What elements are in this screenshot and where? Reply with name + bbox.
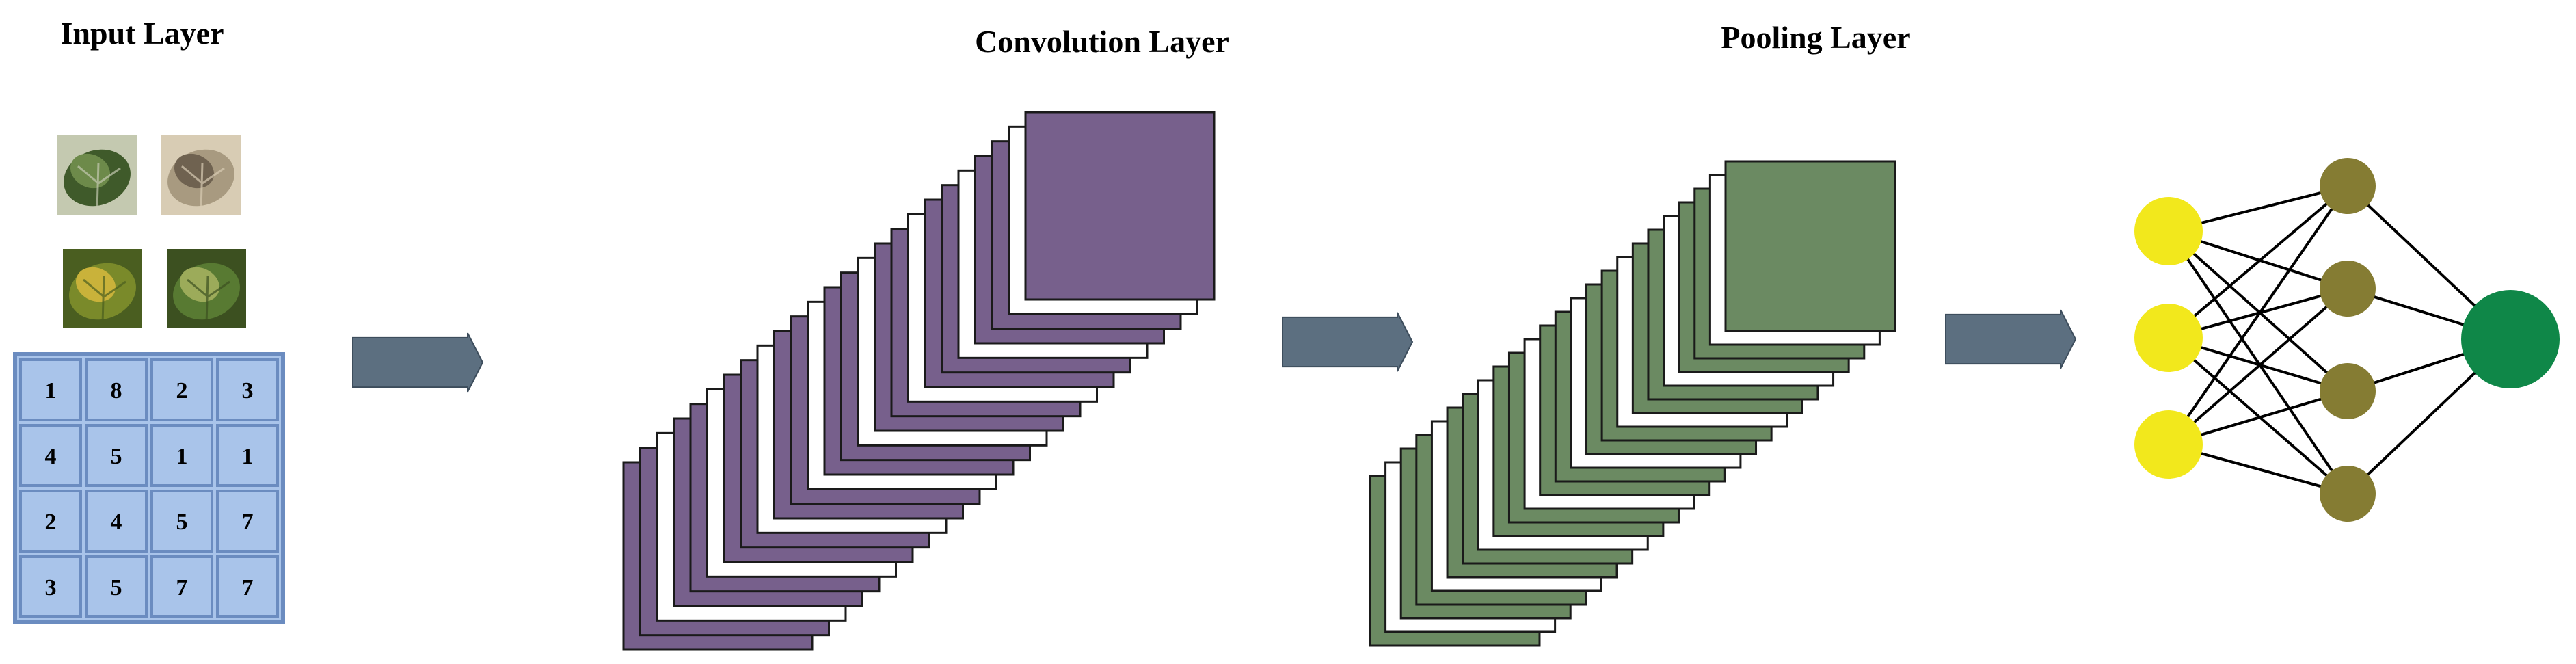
matrix-cell-value: 3: [45, 575, 57, 600]
matrix-cell: [85, 555, 148, 618]
input-node: [2134, 197, 2203, 265]
matrix-cell-value: 4: [45, 444, 57, 469]
matrix-cell-value: 1: [176, 444, 188, 469]
connection-line: [2167, 185, 2349, 339]
output-node: [2461, 290, 2560, 388]
matrix-cell: [85, 424, 148, 487]
connection-line: [2167, 185, 2349, 446]
pooling-feature-maps: [1369, 160, 1896, 647]
matrix-cell-value: 7: [242, 509, 254, 535]
matrix-cell: [150, 424, 213, 487]
matrix-cell-value: 7: [242, 575, 254, 600]
leaf-thumbnail-2: [161, 135, 241, 215]
matrix-cell: [19, 555, 82, 618]
matrix-cell-value: 5: [176, 509, 188, 535]
flow-arrows: [352, 309, 2077, 393]
connection-line: [2167, 287, 2349, 446]
matrix-cell-value: 1: [242, 444, 254, 469]
hidden-node: [2320, 363, 2376, 419]
matrix-cell-value: 8: [111, 378, 122, 403]
fully-connected-network: [2134, 158, 2560, 522]
matrix-cell: [85, 490, 148, 553]
matrix-cell: [150, 490, 213, 553]
input-layer-title: Input Layer: [61, 16, 224, 51]
matrix-cell: [19, 358, 82, 421]
matrix-cell-value: 7: [176, 575, 188, 600]
matrix-cell: [216, 490, 279, 553]
pool-feature-map: [1724, 160, 1896, 332]
matrix-cell-value: 5: [111, 575, 122, 600]
matrix-cell-value: 3: [242, 378, 254, 403]
pooling-layer-title: Pooling Layer: [1721, 20, 1910, 55]
leaf-thumbnail-1: [57, 135, 137, 215]
hidden-node: [2320, 158, 2376, 214]
matrix-cell: [216, 555, 279, 618]
conv-feature-map: [1024, 111, 1216, 301]
matrix-cell-value: 2: [45, 509, 57, 535]
hidden-node: [2320, 261, 2376, 317]
convolution-layer-title: Convolution Layer: [975, 24, 1229, 59]
arrow-pool-to-network: [1945, 309, 2077, 369]
convolution-feature-maps: [622, 111, 1216, 651]
connection-line: [2167, 230, 2349, 393]
input-node: [2134, 410, 2203, 479]
matrix-cell-value: 4: [111, 509, 122, 535]
matrix-cell: [150, 358, 213, 421]
matrix-cell: [216, 358, 279, 421]
matrix-cell: [19, 490, 82, 553]
leaf-thumbnail-4: [167, 249, 246, 328]
connection-line: [2167, 336, 2349, 495]
matrix-cell-value: 1: [45, 378, 57, 403]
leaf-thumbnail-3: [63, 249, 142, 328]
matrix-cell: [150, 555, 213, 618]
arrow-conv-to-pool: [1282, 312, 1414, 372]
matrix-cell-value: 5: [111, 444, 122, 469]
connection-line: [2167, 230, 2349, 495]
matrix-cell-value: 2: [176, 378, 188, 403]
matrix-cell: [216, 424, 279, 487]
arrow-input-to-conv: [352, 332, 484, 393]
input-matrix: 1 8 2 3 4 5 1 1 2 4 5 7 3 5 7 7: [13, 352, 285, 624]
input-images: [57, 135, 246, 328]
network-connections: [2167, 185, 2512, 495]
matrix-cell: [85, 358, 148, 421]
hidden-node: [2320, 466, 2376, 522]
input-node: [2134, 304, 2203, 372]
matrix-cell: [19, 424, 82, 487]
